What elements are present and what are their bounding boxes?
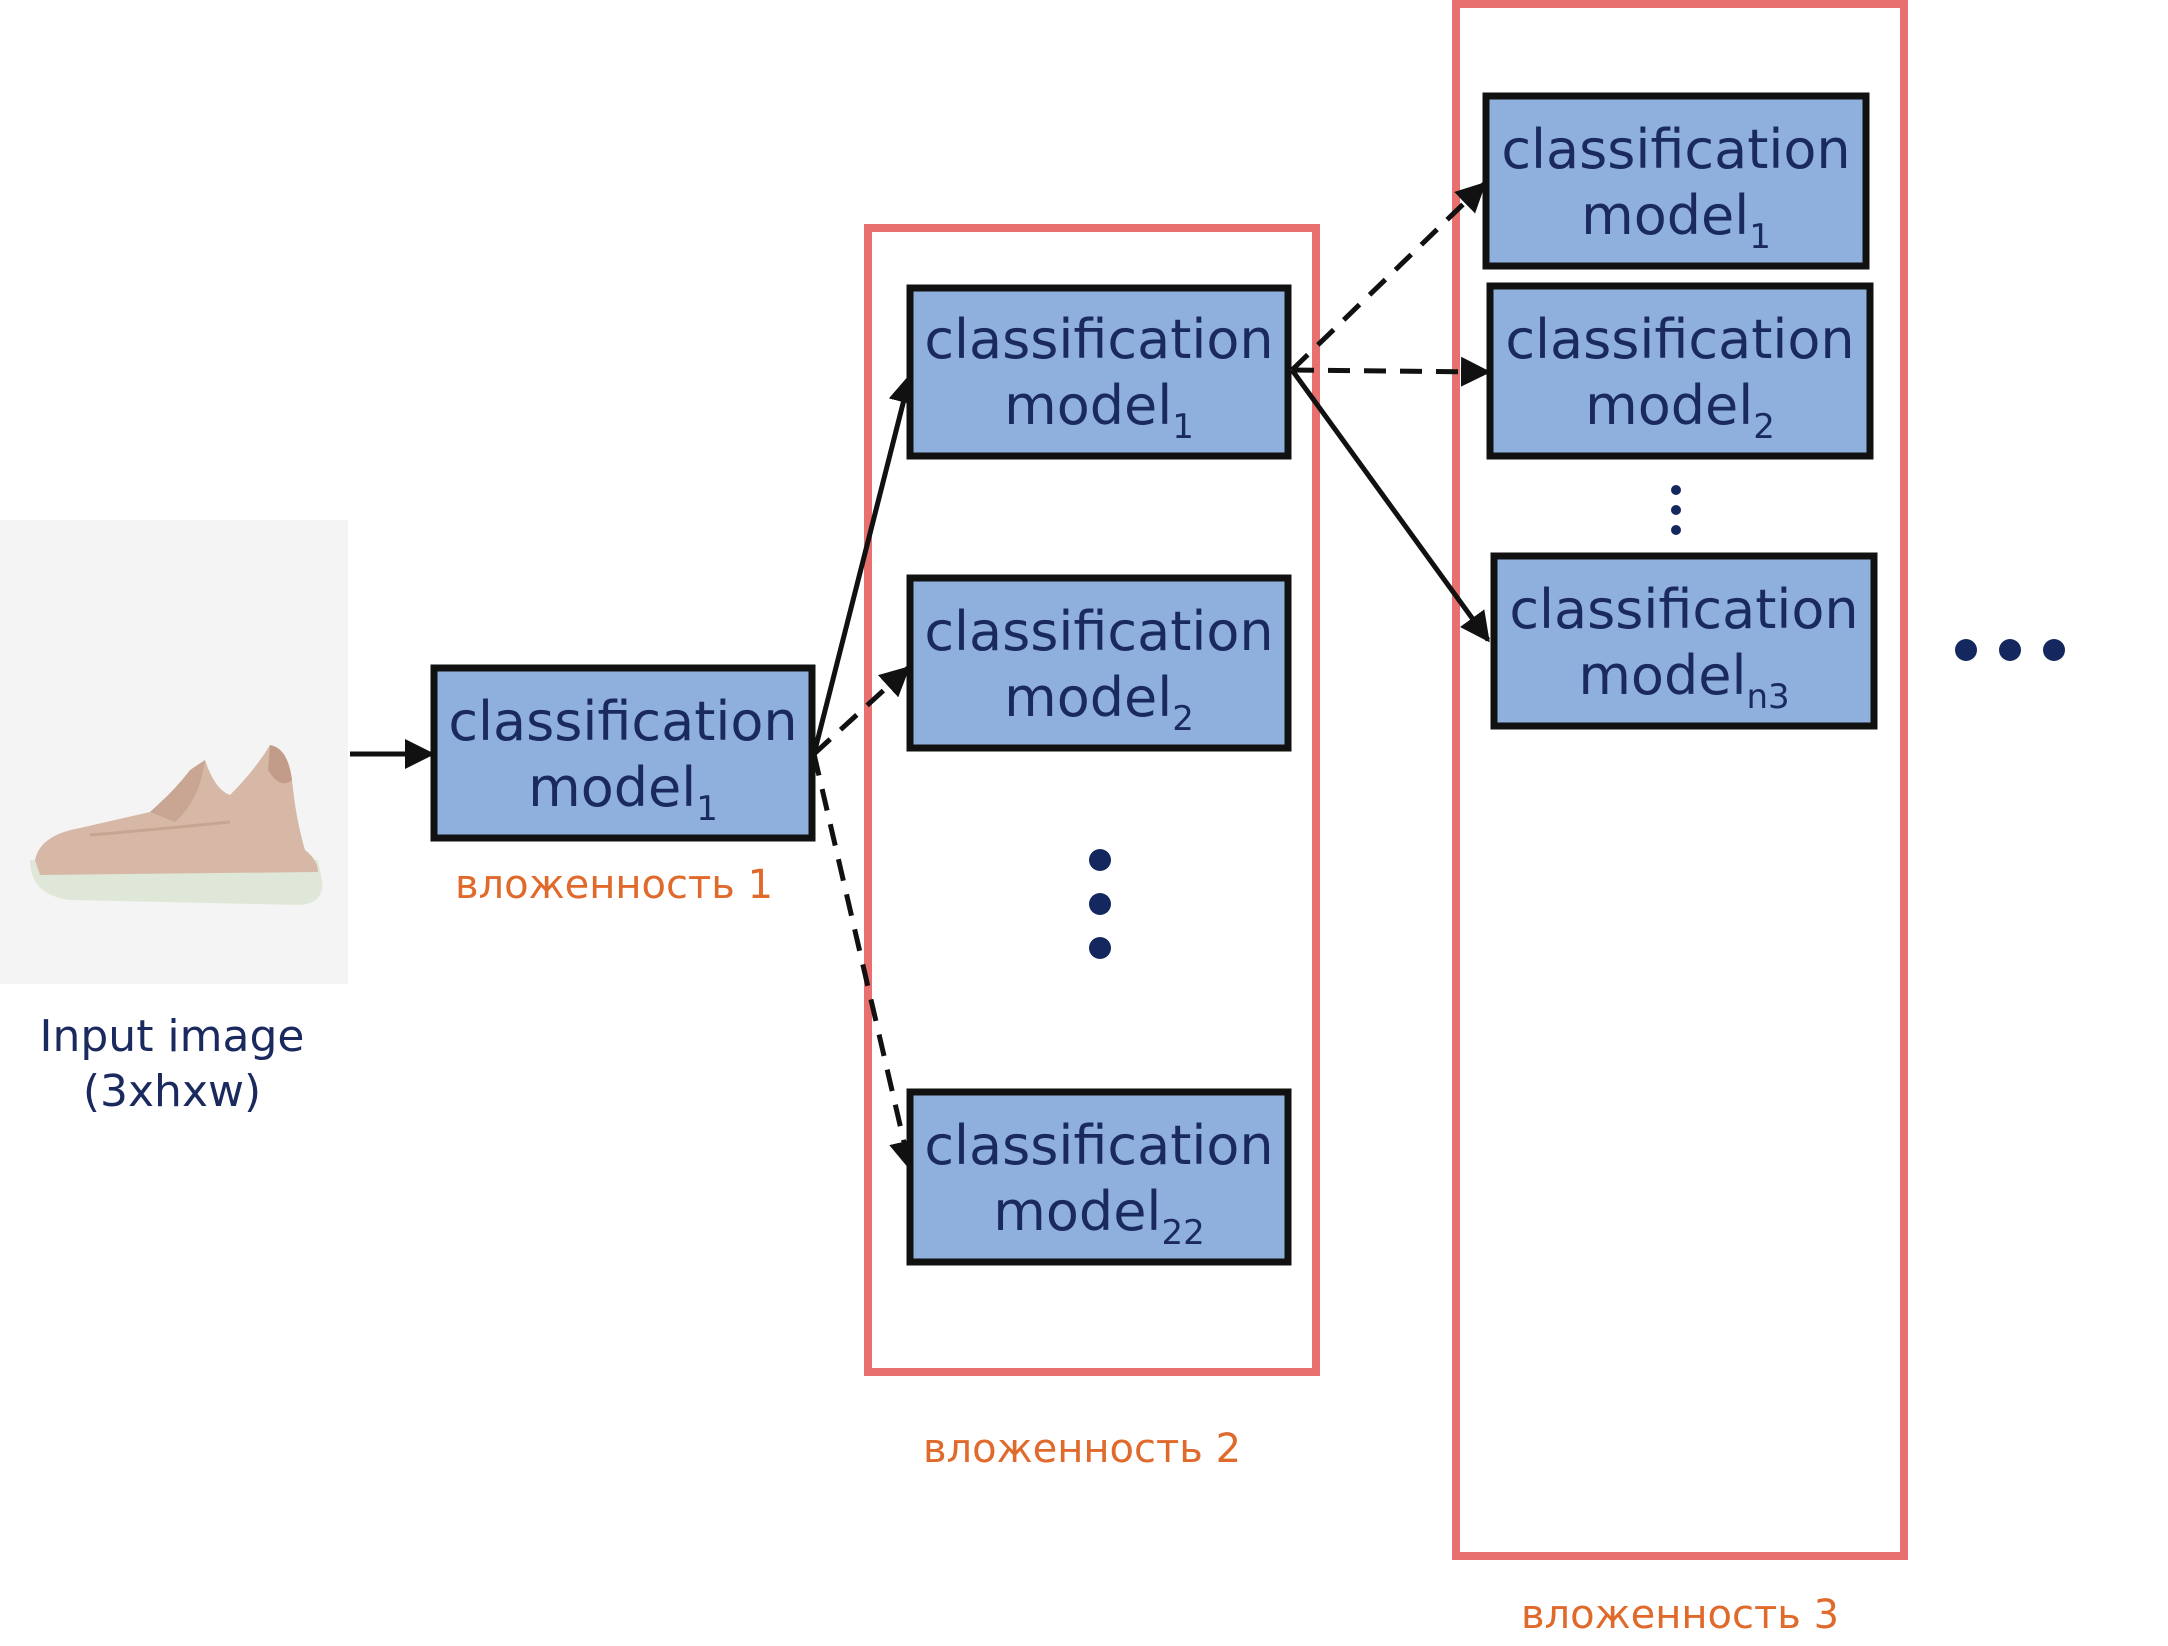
svg-text:model1: model1 — [1581, 184, 1771, 257]
model-label-sub: 22 — [1161, 1213, 1204, 1253]
model-label-base: model — [528, 756, 696, 819]
arrow-l2m1-to-l3mn3 — [1289, 368, 1491, 643]
model-label-sub: 1 — [696, 789, 718, 829]
input-image: Input image (3xhxw) — [0, 520, 348, 1117]
level-3-frame — [1452, 0, 1908, 1560]
model-label-sub: 1 — [1749, 217, 1771, 257]
model-label-base: model — [1004, 666, 1172, 729]
model-label-line1: classification — [924, 1114, 1273, 1177]
model-label-base: model — [1578, 644, 1746, 707]
horizontal-ellipsis — [1955, 639, 2065, 661]
model-box-l2-m2: classification model2 — [906, 574, 1292, 752]
level-1-label: вложенность 1 — [455, 862, 773, 908]
arrow-l1-to-l2m22 — [811, 753, 919, 1171]
sneaker-illustration — [30, 745, 323, 905]
svg-text:model1: model1 — [1004, 374, 1194, 447]
model-label-line1: classification — [924, 600, 1273, 663]
model-label-sub: 1 — [1172, 407, 1194, 447]
model-label-sub: n3 — [1746, 677, 1789, 717]
input-label-line2: (3xhxw) — [83, 1066, 261, 1117]
model-box-l3-m1: classification model1 — [1482, 92, 1870, 270]
model-label-sub: 2 — [1753, 407, 1775, 447]
arrow-l2m1-to-l3m1 — [1290, 181, 1487, 372]
model-label-line1: classification — [1501, 118, 1850, 181]
model-label-line1: classification — [924, 308, 1273, 371]
arrow-l2m1-to-l3m2 — [1291, 356, 1491, 387]
model-label-base: model — [1004, 374, 1172, 437]
model-label-base: model — [1585, 374, 1753, 437]
connections — [350, 181, 1491, 1171]
model-box-l1-m1: classification model1 — [430, 664, 816, 842]
model-label-base: model — [1581, 184, 1749, 247]
model-box-l3-mn3: classification modeln3 — [1490, 552, 1878, 730]
model-label-base: model — [993, 1180, 1161, 1243]
svg-text:model2: model2 — [1004, 666, 1194, 739]
model-label-line1: classification — [1509, 578, 1858, 641]
svg-text:model1: model1 — [528, 756, 718, 829]
model-box-l3-m2: classification model2 — [1486, 282, 1874, 460]
vertical-ellipsis-l2 — [1089, 849, 1111, 959]
input-label-line1: Input image — [40, 1011, 305, 1062]
svg-text:model22: model22 — [993, 1180, 1204, 1253]
svg-text:model2: model2 — [1585, 374, 1775, 447]
arrow-l1-to-l2m2 — [812, 665, 911, 756]
level-2-label: вложенность 2 — [923, 1426, 1241, 1472]
arrow-l1-to-l2m1 — [811, 373, 918, 755]
model-label-sub: 2 — [1172, 699, 1194, 739]
model-label-line1: classification — [448, 690, 797, 753]
model-label-line1: classification — [1505, 308, 1854, 371]
level-2-frame — [864, 224, 1320, 1376]
model-box-l2-m1: classification model1 — [906, 284, 1292, 460]
model-box-l2-m22: classification model22 — [906, 1088, 1292, 1266]
svg-text:modeln3: modeln3 — [1578, 644, 1789, 717]
level-3-label: вложенность 3 — [1521, 1592, 1839, 1638]
vertical-ellipsis-l3 — [1671, 485, 1681, 535]
